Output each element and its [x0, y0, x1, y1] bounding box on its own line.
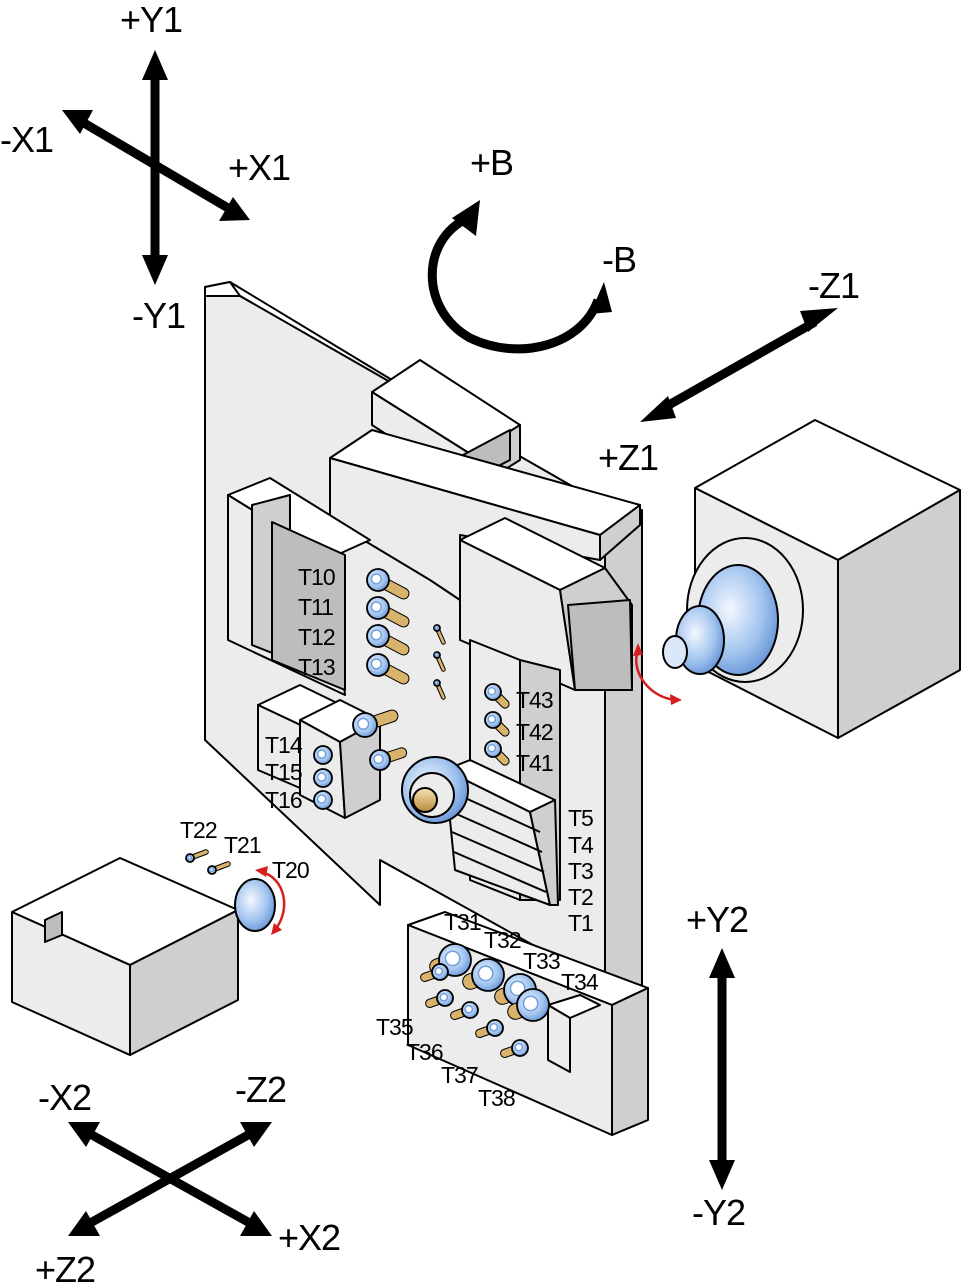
tool-holder-t13	[366, 653, 410, 685]
tool-holder-t41	[484, 740, 510, 766]
tool-label-t37: T37	[441, 1062, 478, 1088]
left-spindle-rotation-indicator	[255, 866, 286, 935]
plus-y2-label: +Y2	[686, 899, 748, 940]
tool-holder-t15	[313, 768, 333, 788]
b-axis-rotation-arrow	[427, 200, 612, 354]
tool-holder-t42	[484, 711, 510, 737]
tool-label-t38: T38	[478, 1085, 515, 1111]
tool-holder-t34	[507, 988, 550, 1022]
tool-holder-small-2	[425, 989, 454, 1009]
tool-label-t35: T35	[376, 1014, 413, 1040]
x1-axis-arrow	[62, 110, 250, 221]
tool-label-t36: T36	[406, 1039, 443, 1065]
tool-holder-t10	[366, 568, 410, 600]
plus-x2-label: +X2	[278, 1217, 340, 1258]
center-turret	[401, 756, 469, 824]
tool-holder-side-b	[369, 747, 408, 771]
tool-label-t34: T34	[561, 969, 599, 995]
drill-bit-center-a	[433, 624, 446, 645]
tool-pieces	[185, 568, 550, 1059]
tool-label-t1: T1	[568, 910, 593, 936]
drill-bit-center-b	[433, 651, 446, 672]
plus-b-label: +B	[470, 142, 513, 183]
tool-label-t31: T31	[444, 909, 481, 935]
minus-z1-label: -Z1	[808, 265, 859, 306]
minus-y1-label: -Y1	[132, 295, 185, 336]
plus-y1-label: +Y1	[120, 0, 182, 40]
tool-holder-t43	[484, 683, 510, 709]
tool-label-t13: T13	[298, 654, 335, 680]
minus-z2-label: -Z2	[235, 1069, 286, 1110]
tool-label-t14: T14	[265, 732, 303, 758]
drill-bit-center-c	[433, 679, 446, 700]
tool-label-t2: T2	[568, 884, 593, 910]
tool-label-t20: T20	[272, 857, 309, 883]
tool-label-t21: T21	[224, 832, 261, 858]
tool-holder-t11	[366, 596, 410, 628]
y2-axis-arrow	[709, 948, 735, 1190]
tool-label-t42: T42	[516, 719, 553, 745]
minus-x2-label: -X2	[38, 1077, 91, 1118]
plus-x1-label: +X1	[228, 147, 290, 188]
tool-label-t5: T5	[568, 805, 593, 831]
tool-label-t15: T15	[265, 759, 302, 785]
tool-holder-side-a	[352, 709, 399, 738]
z1-axis-arrow	[640, 308, 838, 422]
minus-y2-label: -Y2	[692, 1192, 745, 1233]
tool-holder-t14	[313, 745, 333, 765]
right-spindle-rotation-indicator	[633, 643, 682, 705]
plus-z2-label: +Z2	[35, 1249, 95, 1283]
right-spindle-housing	[662, 419, 961, 739]
minus-x1-label: -X1	[0, 119, 53, 160]
tool-label-t4: T4	[568, 832, 594, 858]
x2-z2-axis-arrows	[68, 1122, 272, 1236]
tool-label-t22: T22	[180, 817, 217, 843]
drill-bit-t21	[207, 861, 231, 875]
left-spindle-housing	[11, 857, 276, 1056]
tool-holder-t12	[366, 624, 410, 656]
tool-label-t11: T11	[298, 594, 333, 620]
tool-label-t16: T16	[265, 787, 302, 813]
tool-label-t10: T10	[298, 564, 335, 590]
tool-holder-t16	[313, 790, 333, 810]
tool-holder-small-1	[420, 963, 449, 983]
drill-bit-t22	[185, 849, 209, 863]
b-axis-head-housing	[459, 517, 633, 691]
tool-holder-small-5	[500, 1039, 529, 1059]
tool-holder-t32	[462, 958, 505, 992]
tool-label-t41: T41	[516, 750, 553, 776]
tool-label-t33: T33	[523, 948, 560, 974]
bottom-tool-platform	[407, 911, 649, 1136]
tool-label-t43: T43	[516, 687, 553, 713]
tool-label-t32: T32	[484, 927, 521, 953]
tool-holder-small-4	[475, 1019, 504, 1039]
tool-holder-small-3	[450, 1001, 479, 1021]
minus-b-label: -B	[602, 239, 636, 280]
left-tool-magazine	[227, 477, 371, 696]
plus-z1-label: +Z1	[598, 437, 658, 478]
tool-label-t3: T3	[568, 858, 593, 884]
tool-label-t12: T12	[298, 624, 335, 650]
tool-holder-stack	[444, 759, 559, 906]
